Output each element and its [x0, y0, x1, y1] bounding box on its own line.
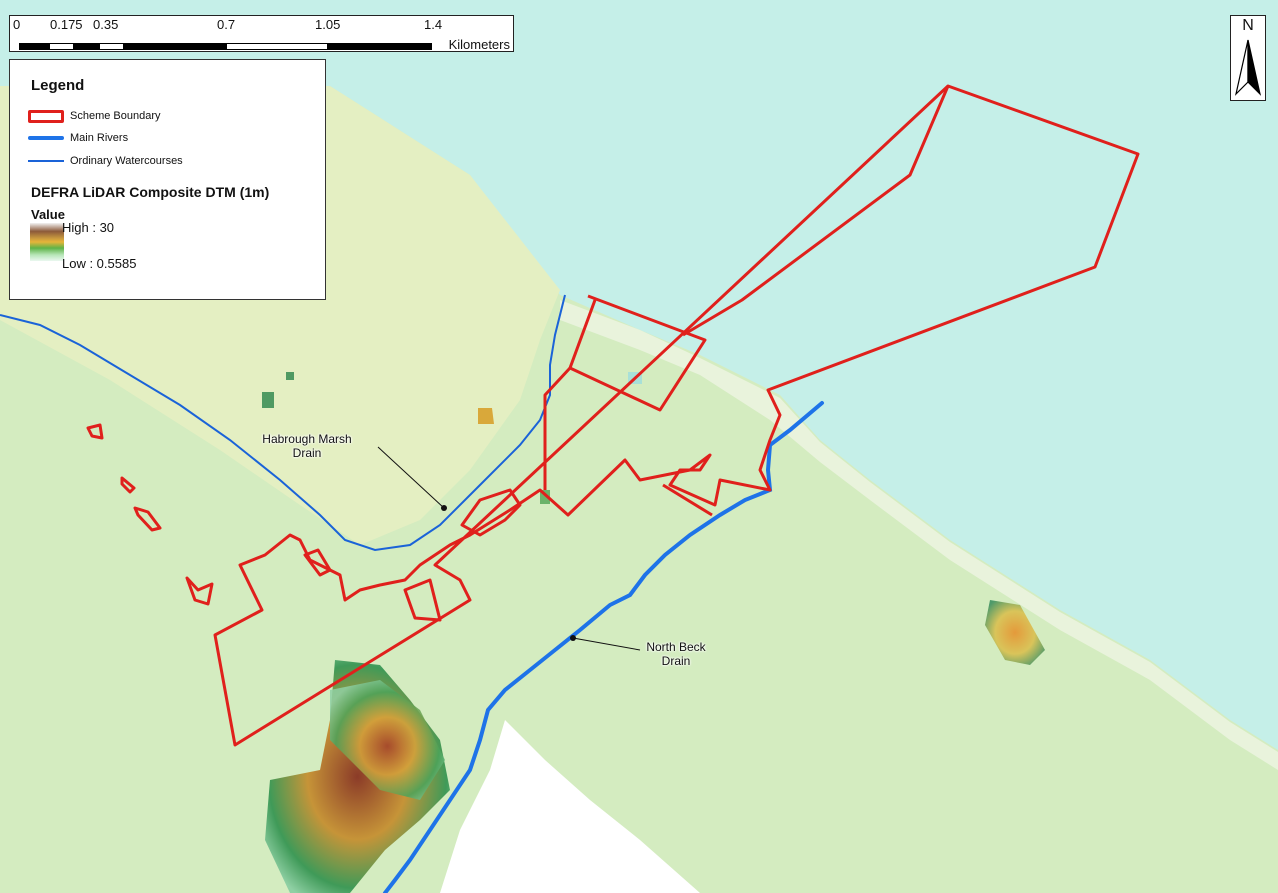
ordinary-watercourse-symbol	[28, 160, 64, 162]
legend-panel: Legend Scheme Boundary Main Rivers Ordin…	[9, 59, 326, 300]
hill-upper	[330, 680, 445, 800]
scale-segment	[328, 43, 432, 50]
hill-east	[985, 600, 1045, 665]
raster-value-title: Value	[31, 207, 65, 222]
scale-tick-0: 0	[13, 17, 21, 32]
legend-item-ordinary-watercourses: Ordinary Watercourses	[28, 151, 183, 171]
legend-item-label: Main Rivers	[70, 132, 129, 144]
scheme-boundary-symbol	[28, 109, 64, 123]
scale-tick-1: 0.175	[50, 17, 83, 32]
ramp-high-label: High : 30	[62, 220, 115, 235]
label-habrough-marsh-drain: Habrough Marsh Drain	[252, 432, 362, 460]
north-arrow: N	[1230, 15, 1266, 101]
north-letter: N	[1242, 17, 1254, 34]
vegetation-patch	[286, 372, 294, 380]
vegetation-patch	[262, 392, 274, 408]
coastal-strip	[560, 300, 1278, 770]
scale-segment	[74, 43, 99, 50]
scale-segment	[124, 43, 226, 50]
elevation-color-ramp	[30, 223, 64, 261]
scale-segment	[99, 43, 124, 50]
label-northbeck-line2: Drain	[661, 654, 691, 668]
scale-segment	[49, 43, 74, 50]
ramp-low-label: Low : 0.5585	[62, 256, 137, 271]
north-arrow-icon	[1234, 39, 1262, 96]
vegetation-patch	[540, 490, 550, 504]
scheme-boundary	[86, 84, 1140, 747]
scale-units: Kilometers	[448, 37, 510, 52]
masked-area	[440, 720, 700, 893]
label-habrough-line2: Drain	[292, 446, 322, 460]
ordinary-watercourse	[0, 294, 566, 552]
scale-segment	[19, 43, 49, 50]
scale-tick-3: 0.7	[217, 17, 236, 32]
legend-item-main-rivers: Main Rivers	[28, 128, 128, 148]
main-river-symbol	[28, 136, 64, 140]
scale-tick-2: 0.35	[93, 17, 119, 32]
label-habrough-line1: Habrough Marsh	[262, 432, 352, 446]
label-north-beck-drain: North Beck Drain	[628, 640, 724, 668]
scale-bar: 0 0.175 0.35 0.7 1.05 1.4 Kilometers	[9, 15, 514, 52]
raster-layer-title: DEFRA LiDAR Composite DTM (1m)	[31, 184, 270, 200]
legend-item-scheme-boundary: Scheme Boundary	[28, 106, 161, 126]
legend-title: Legend	[31, 77, 85, 94]
scale-tick-5: 1.4	[424, 17, 443, 32]
hill-small	[478, 408, 494, 424]
legend-item-label: Ordinary Watercourses	[70, 155, 183, 167]
scale-segment	[226, 43, 328, 50]
scale-tick-4: 1.05	[315, 17, 341, 32]
label-northbeck-line1: North Beck	[646, 640, 706, 654]
legend-item-label: Scheme Boundary	[70, 110, 161, 122]
